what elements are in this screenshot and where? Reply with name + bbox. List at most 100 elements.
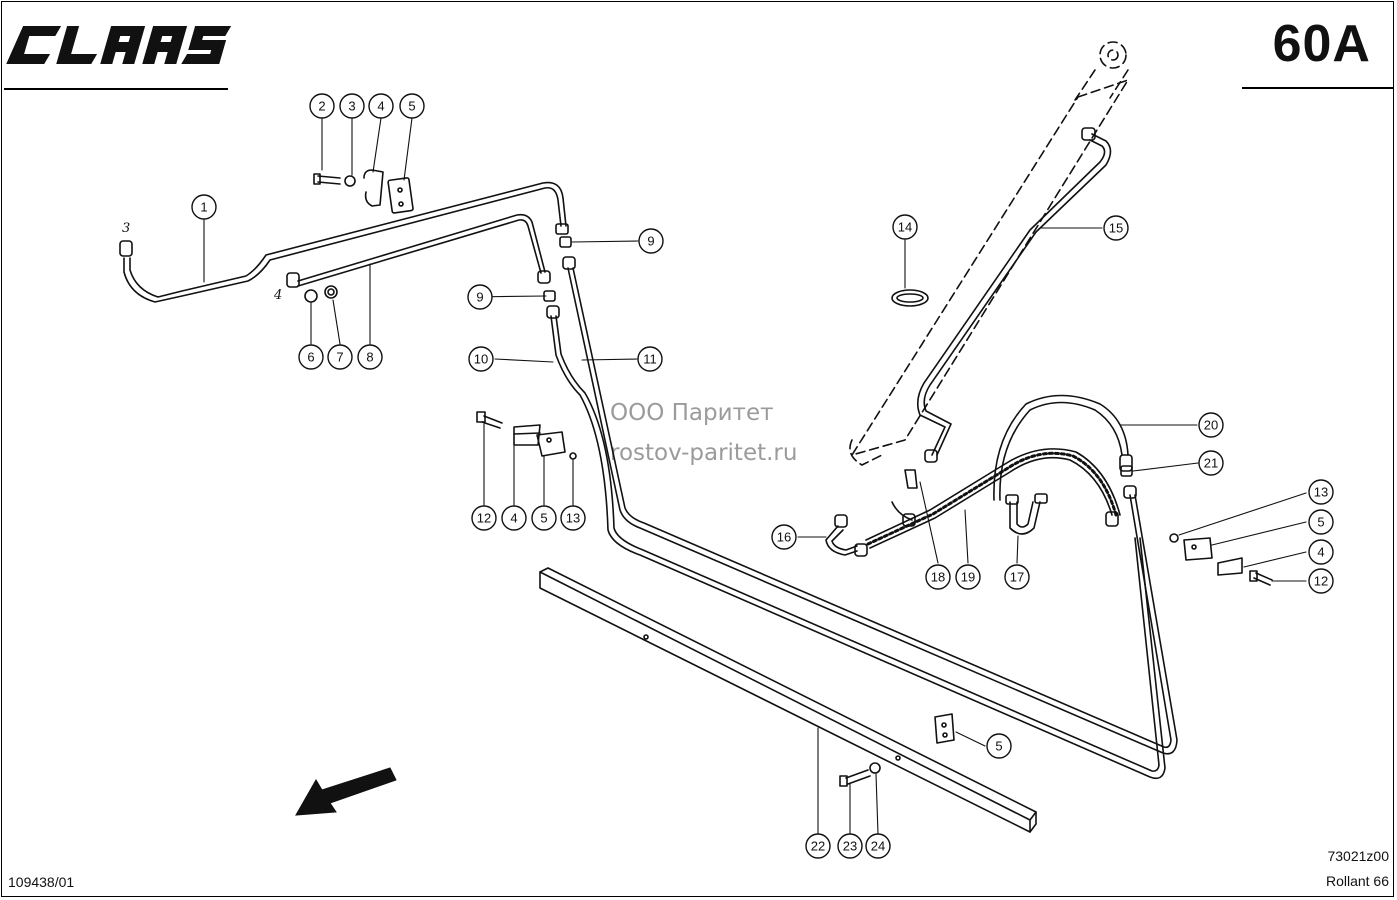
callout-18: 18	[925, 564, 951, 590]
angle-rail-22	[539, 567, 1037, 833]
callout-number: 13	[566, 511, 580, 526]
callout-number: 6	[307, 350, 314, 365]
clamp-set-left	[476, 411, 577, 460]
callout-circle	[368, 93, 394, 119]
header-rule-right	[1242, 87, 1394, 89]
callout-8: 8	[357, 344, 383, 370]
callout-circle	[191, 194, 217, 220]
clamp-set-right	[1169, 533, 1273, 586]
callout-number: 19	[961, 570, 975, 585]
callout-circle	[1198, 412, 1224, 438]
header-rule-left	[4, 88, 228, 90]
pipe-end-label-4: 4	[273, 288, 282, 303]
callout-circle	[1198, 450, 1224, 476]
claas-logo	[6, 26, 232, 64]
callout-17: 17	[1004, 564, 1030, 590]
callout-circle	[1308, 479, 1334, 505]
callout-10: 10	[468, 346, 494, 372]
clamp-set-top	[313, 169, 414, 214]
callout-number: 9	[647, 234, 654, 249]
callout-circle	[837, 833, 863, 859]
callout-6: 6	[298, 344, 324, 370]
callout-circle	[471, 505, 497, 531]
callout-circle	[771, 524, 797, 550]
callout-number: 12	[1314, 574, 1328, 589]
callout-23: 23	[837, 833, 863, 859]
pipe-8	[286, 213, 551, 288]
callout-circle	[399, 93, 425, 119]
callout-3: 3	[339, 93, 365, 119]
callout-number: 16	[777, 530, 791, 545]
leader-lines	[203, 117, 1307, 835]
callout-1: 1	[191, 194, 217, 220]
callout-circle	[1004, 564, 1030, 590]
callout-number: 11	[643, 352, 657, 367]
callout-9-lower: 9	[467, 284, 493, 310]
callout-circle	[309, 93, 335, 119]
pipe-10	[546, 305, 1166, 780]
callout-circle	[467, 284, 493, 310]
callout-number: 17	[1010, 570, 1024, 585]
callout-5-bottom: 5	[986, 733, 1012, 759]
callout-number: 3	[348, 99, 355, 114]
callout-21: 21	[1198, 450, 1224, 476]
callout-12-right: 12	[1308, 568, 1334, 594]
callout-circle	[1308, 509, 1334, 535]
callout-22: 22	[805, 833, 831, 859]
callout-circle	[865, 833, 891, 859]
callout-2: 2	[309, 93, 335, 119]
callout-20: 20	[1198, 412, 1224, 438]
pipe-end-label-3: 3	[122, 221, 130, 236]
callout-number: 9	[476, 290, 483, 305]
callout-13-left: 13	[560, 505, 586, 531]
callout-circle	[560, 505, 586, 531]
callout-16: 16	[771, 524, 797, 550]
pipe-16	[825, 514, 868, 557]
callout-15: 15	[1103, 215, 1129, 241]
callout-number: 10	[474, 352, 488, 367]
callout-number: 12	[477, 511, 491, 526]
callout-circle	[298, 344, 324, 370]
drawing-code: 73021z00	[1327, 848, 1389, 864]
callout-number: 2	[318, 99, 325, 114]
pipe-11	[562, 256, 1178, 755]
callout-circle	[638, 228, 664, 254]
callout-circle	[892, 214, 918, 240]
callout-5-left: 5	[531, 505, 557, 531]
callout-24: 24	[865, 833, 891, 859]
callout-9-upper: 9	[638, 228, 664, 254]
watermark-company: ООО Паритет	[610, 400, 774, 426]
callout-19: 19	[955, 564, 981, 590]
callout-number: 4	[510, 511, 517, 526]
model-name: Rollant 66	[1325, 873, 1389, 889]
callout-circle	[637, 346, 663, 372]
callout-11: 11	[637, 346, 663, 372]
callout-circle	[327, 344, 353, 370]
callout-number: 23	[843, 839, 857, 854]
callout-number: 4	[1317, 545, 1324, 560]
callout-number: 20	[1204, 418, 1218, 433]
u-bolt-17	[1005, 493, 1048, 535]
page-number: 60A	[1272, 15, 1371, 73]
bolt-23-washer-24	[839, 762, 881, 787]
fitting-18	[891, 469, 918, 527]
callout-circle	[468, 346, 494, 372]
callout-5: 5	[399, 93, 425, 119]
callout-number: 8	[366, 350, 373, 365]
callout-number: 21	[1204, 456, 1218, 471]
callout-5-right: 5	[1308, 509, 1334, 535]
callout-circle	[501, 505, 527, 531]
direction-arrow	[295, 767, 397, 816]
callout-12-left: 12	[471, 505, 497, 531]
callout-circle	[1308, 568, 1334, 594]
callout-circle	[339, 93, 365, 119]
callout-number: 15	[1109, 221, 1123, 236]
callout-number: 24	[871, 839, 885, 854]
callout-14: 14	[892, 214, 918, 240]
callout-number: 1	[200, 200, 207, 215]
callout-number: 5	[540, 511, 547, 526]
callout-circle	[357, 344, 383, 370]
clamp-bottom	[934, 713, 955, 744]
